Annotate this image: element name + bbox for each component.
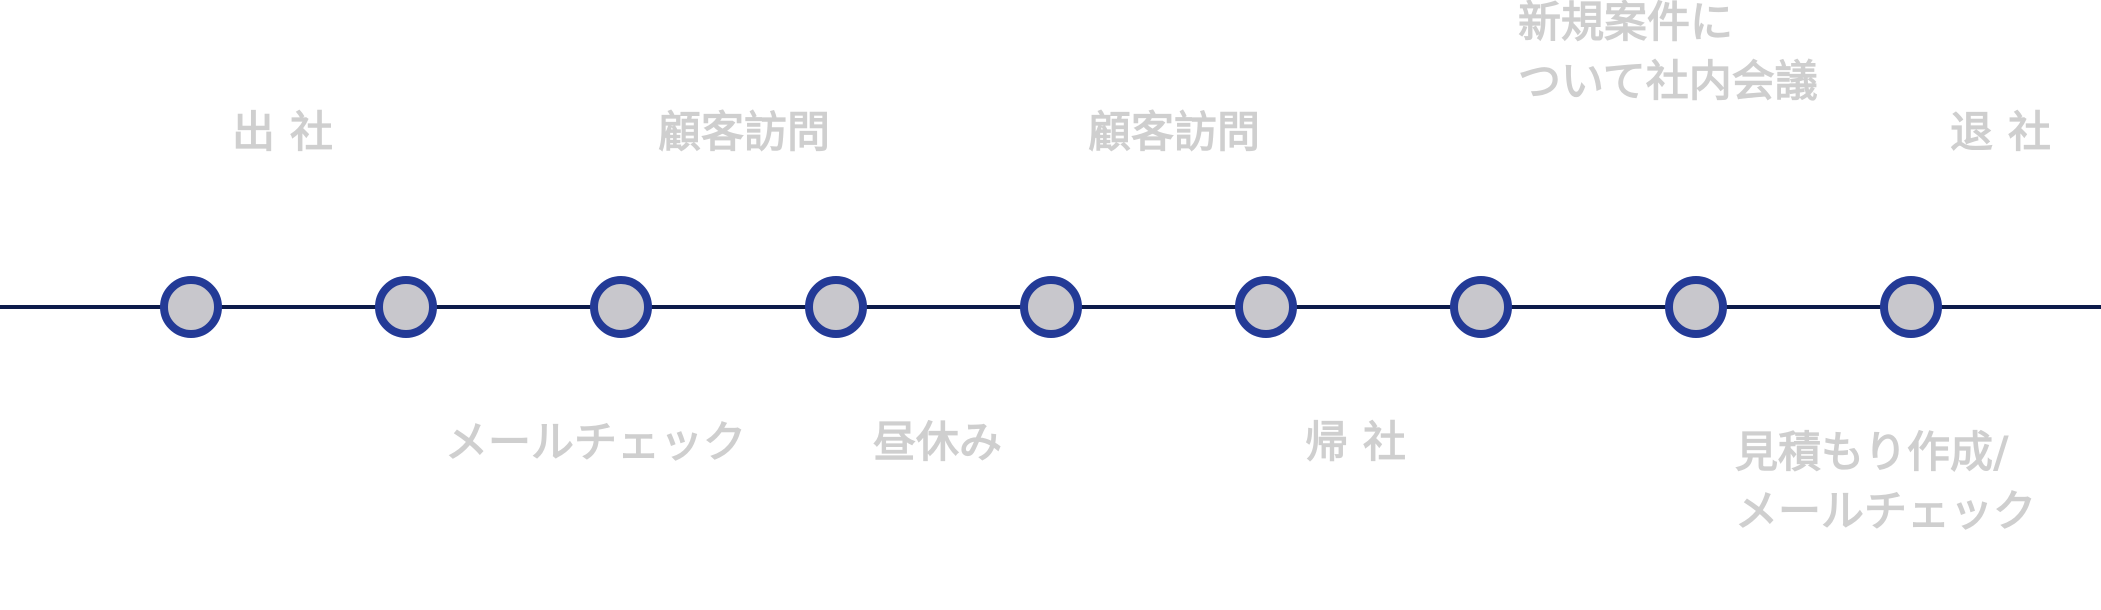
timeline-node-3: [590, 276, 652, 338]
event-label-9: 退 社: [1950, 104, 2051, 163]
event-label-8-line-2: メールチェック: [1735, 487, 2036, 537]
timeline-node-6: [1235, 276, 1297, 338]
event-label-5: 顧客訪問: [1088, 104, 1260, 163]
event-label-2-line-1: メールチェック: [445, 418, 746, 468]
event-label-7-line-2: ついて社内会議: [1518, 57, 1818, 107]
event-label-2: メールチェック: [445, 414, 746, 473]
event-label-9-line-1: 退 社: [1950, 108, 2051, 158]
event-label-7-line-1: 新規案件に: [1518, 0, 1733, 48]
timeline-node-9: [1880, 276, 1942, 338]
event-label-5-line-1: 顧客訪問: [1088, 108, 1260, 158]
timeline-node-2: [375, 276, 437, 338]
event-label-3-line-1: 顧客訪問: [658, 108, 830, 158]
event-label-6: 帰 社: [1305, 414, 1406, 473]
timeline-node-1: [160, 276, 222, 338]
event-label-7: 新規案件に ついて社内会議: [1518, 0, 1818, 112]
event-label-3: 顧客訪問: [658, 104, 830, 163]
event-label-1: 出 社: [232, 104, 333, 163]
event-label-6-line-1: 帰 社: [1305, 418, 1406, 468]
event-label-4-line-1: 昼休み: [873, 418, 1002, 468]
timeline-node-4: [805, 276, 867, 338]
event-label-8: 見積もり作成/ メールチェック: [1735, 424, 2036, 542]
event-label-1-line-1: 出 社: [232, 108, 333, 158]
timeline-node-7: [1450, 276, 1512, 338]
event-label-4: 昼休み: [873, 414, 1002, 473]
timeline-node-8: [1665, 276, 1727, 338]
event-label-8-line-1: 見積もり作成/: [1735, 428, 2009, 478]
timeline-node-5: [1020, 276, 1082, 338]
